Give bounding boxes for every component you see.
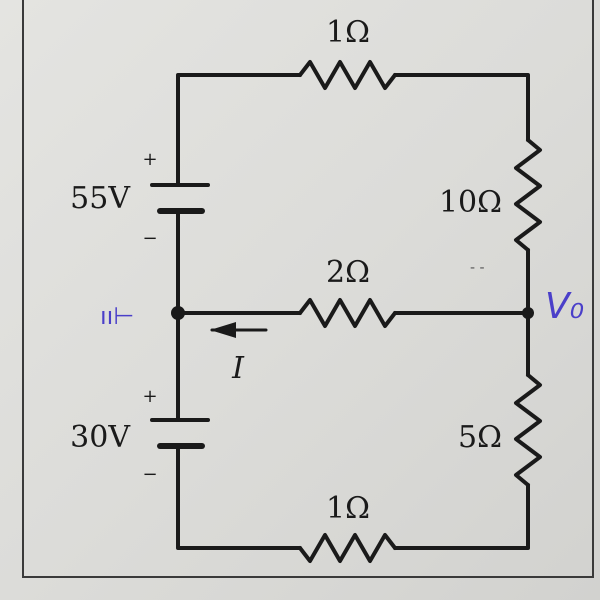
resistor-top-1ohm	[298, 60, 397, 90]
label-r-right-lower: 5Ω	[458, 420, 502, 455]
current-arrow-head	[210, 322, 236, 338]
resistor-right-10ohm	[514, 138, 542, 252]
source-30v-minus-sign: −	[142, 464, 157, 485]
label-r-right-upper: 10Ω	[439, 185, 502, 220]
resistor-bottom-1ohm	[298, 533, 397, 563]
label-current-i: I	[231, 351, 245, 386]
label-r-top: 1Ω	[326, 15, 370, 50]
wire-right-bottom	[393, 483, 530, 550]
resistor-middle-2ohm	[298, 298, 397, 328]
node-right	[522, 307, 534, 319]
label-source-55v: 55V	[70, 181, 131, 216]
label-r-bottom: 1Ω	[326, 491, 370, 526]
label-r-middle: 2Ω	[326, 255, 370, 290]
wire-top-right	[393, 73, 530, 142]
label-source-30v: 30V	[70, 420, 131, 455]
node-left	[171, 306, 185, 320]
wire-left-top	[176, 73, 302, 187]
source-55v-minus-sign: −	[142, 228, 157, 249]
handwritten-node-mark: ıı⊢	[100, 302, 134, 330]
resistor-right-5ohm	[514, 373, 542, 487]
wire-bottom-left	[176, 446, 302, 550]
handwritten-v0-label: V₀	[545, 286, 584, 327]
source-55v-plus-sign: +	[142, 149, 157, 170]
figure-frame	[22, 0, 594, 578]
source-30v-plus-sign: +	[142, 386, 157, 407]
stray-marks: - -	[470, 260, 485, 276]
